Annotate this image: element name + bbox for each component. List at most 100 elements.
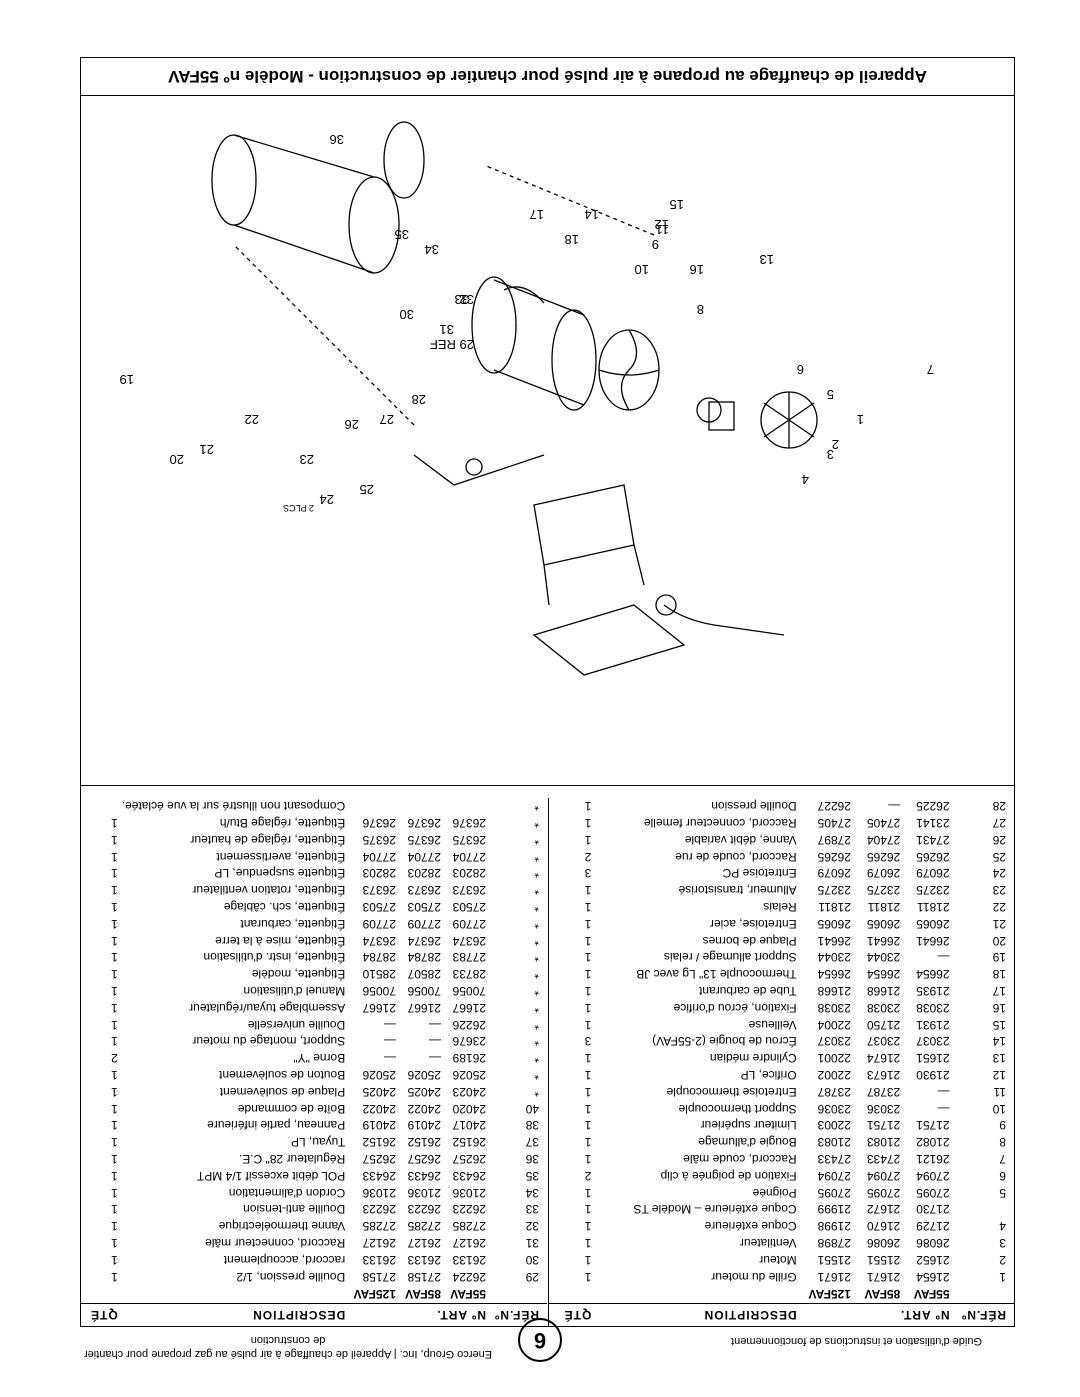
part-description: Étiquette, instr. d'utilisation xyxy=(203,950,346,965)
bottom-panel-shape xyxy=(532,604,686,676)
part-no-85: 26433 xyxy=(407,1168,441,1183)
part-ref: 33 xyxy=(525,1202,539,1217)
control-box-lines xyxy=(543,544,645,606)
part-no-55: 21730 xyxy=(916,1202,950,1217)
part-no-85: 26641 xyxy=(866,933,901,948)
callout-label: 32 xyxy=(460,292,474,307)
part-no-125: 26127 xyxy=(362,1236,396,1251)
part-description: POL débit excessif 1/4 MPT xyxy=(196,1168,346,1183)
part-qty: 1 xyxy=(111,816,118,831)
callout-label: 21 xyxy=(200,442,214,457)
part-no-85: 23787 xyxy=(866,1084,901,1099)
part-ref: 25 xyxy=(992,849,1006,864)
callout-label: 25 xyxy=(360,482,374,497)
part-no-55: — xyxy=(937,1084,950,1099)
part-no-55: 23037 xyxy=(916,1034,950,1049)
part-no-55: 27783 xyxy=(452,950,486,965)
callout-label: 24 xyxy=(320,492,334,507)
part-no-85: 23037 xyxy=(866,1034,901,1049)
part-no-85: 27094 xyxy=(866,1168,901,1183)
part-no-125: 21036 xyxy=(362,1185,396,1200)
part-no-125: 26376 xyxy=(362,816,396,831)
part-no-125: 23038 xyxy=(817,1000,851,1015)
part-description: Raccord, coude de rue xyxy=(675,849,797,864)
part-description: Orifice, LP xyxy=(740,1068,797,1083)
model-55: 55FAV xyxy=(913,1287,950,1301)
part-no-125 xyxy=(347,798,398,815)
part-no-85: 26127 xyxy=(407,1236,441,1251)
part-no-85: 26133 xyxy=(407,1252,441,1267)
part-no-55: 26433 xyxy=(452,1168,486,1183)
part-no-85: 26373 xyxy=(407,883,441,898)
part-no-125: — xyxy=(383,1051,396,1066)
part-ref: 36 xyxy=(525,1152,539,1167)
part-description: Coque extérieure xyxy=(704,1219,797,1234)
header-guide-text: Guide d'utilisation et instructions de f… xyxy=(731,1335,982,1347)
part-no-125: 23275 xyxy=(817,883,851,898)
part-ref: 24 xyxy=(992,866,1006,881)
callout-label: 31 xyxy=(440,322,454,337)
part-qty: 1 xyxy=(111,883,118,898)
part-qty: 1 xyxy=(111,1236,118,1251)
part-no-55: 26257 xyxy=(452,1152,486,1167)
part-description: Bougie d'allumage xyxy=(698,1135,797,1150)
header-art: Nº ART. xyxy=(798,1303,952,1326)
part-qty: 1 xyxy=(584,933,592,948)
part-no-125: 21667 xyxy=(362,1000,396,1015)
part-qty: 2 xyxy=(111,1051,118,1066)
part-description: Raccord, connecteur mâle xyxy=(205,1236,346,1251)
part-qty: 1 xyxy=(111,1252,118,1267)
part-ref: * xyxy=(534,1034,539,1049)
part-no-125: 22004 xyxy=(817,1017,851,1032)
part-no-55: 26127 xyxy=(452,1236,486,1251)
callout-label: 36 xyxy=(330,132,344,147)
part-ref: 8 xyxy=(999,1135,1006,1150)
part-description: Plaque de bornes xyxy=(702,933,797,948)
part-no-125: 21998 xyxy=(817,1219,851,1234)
header-ref: RÉF.Nº xyxy=(951,1303,1014,1326)
part-no-125: 27158 xyxy=(362,1269,396,1284)
part-no-55: 70056 xyxy=(452,984,486,999)
part-description: raccord, accouplement xyxy=(223,1252,346,1267)
part-ref: 2 xyxy=(999,1252,1006,1267)
part-no-85: 27704 xyxy=(407,849,441,864)
callout-label: 8 xyxy=(697,302,704,317)
part-no-55: 24017 xyxy=(452,1118,486,1133)
part-no-55 xyxy=(443,798,488,815)
part-description: Régulateur 28" C.E. xyxy=(238,1152,346,1167)
part-qty: 1 xyxy=(111,1000,118,1015)
part-description: Écrou de bougie (2-55FAV) xyxy=(652,1034,797,1049)
table-row: *Composant non illustré sur la vue éclat… xyxy=(81,798,547,815)
part-no-125: 28203 xyxy=(362,866,396,881)
part-no-85: 26152 xyxy=(407,1135,441,1150)
part-no-125: 24019 xyxy=(362,1118,396,1133)
table-row: *26189——Borne "Y"2 xyxy=(81,1050,547,1067)
header-qty: QTÉ xyxy=(548,1303,594,1326)
callout-label: 11 xyxy=(656,222,670,237)
part-description: Étiquette, avertissement xyxy=(216,849,346,864)
part-no-55: 27709 xyxy=(452,916,486,931)
part-no-55: 26225 xyxy=(916,799,950,814)
part-qty: 1 xyxy=(584,1202,592,1217)
burner-cylinder xyxy=(348,176,400,274)
part-no-85: 26265 xyxy=(866,849,901,864)
part-description: Ventilateur xyxy=(739,1236,797,1251)
part-description: Plaque de soulèvement xyxy=(219,1084,346,1099)
part-ref: 3 xyxy=(999,1236,1006,1251)
part-no-125: 26654 xyxy=(817,967,851,982)
regulator-shape xyxy=(655,594,677,616)
part-description: Cordon d'alimentation xyxy=(228,1185,346,1200)
